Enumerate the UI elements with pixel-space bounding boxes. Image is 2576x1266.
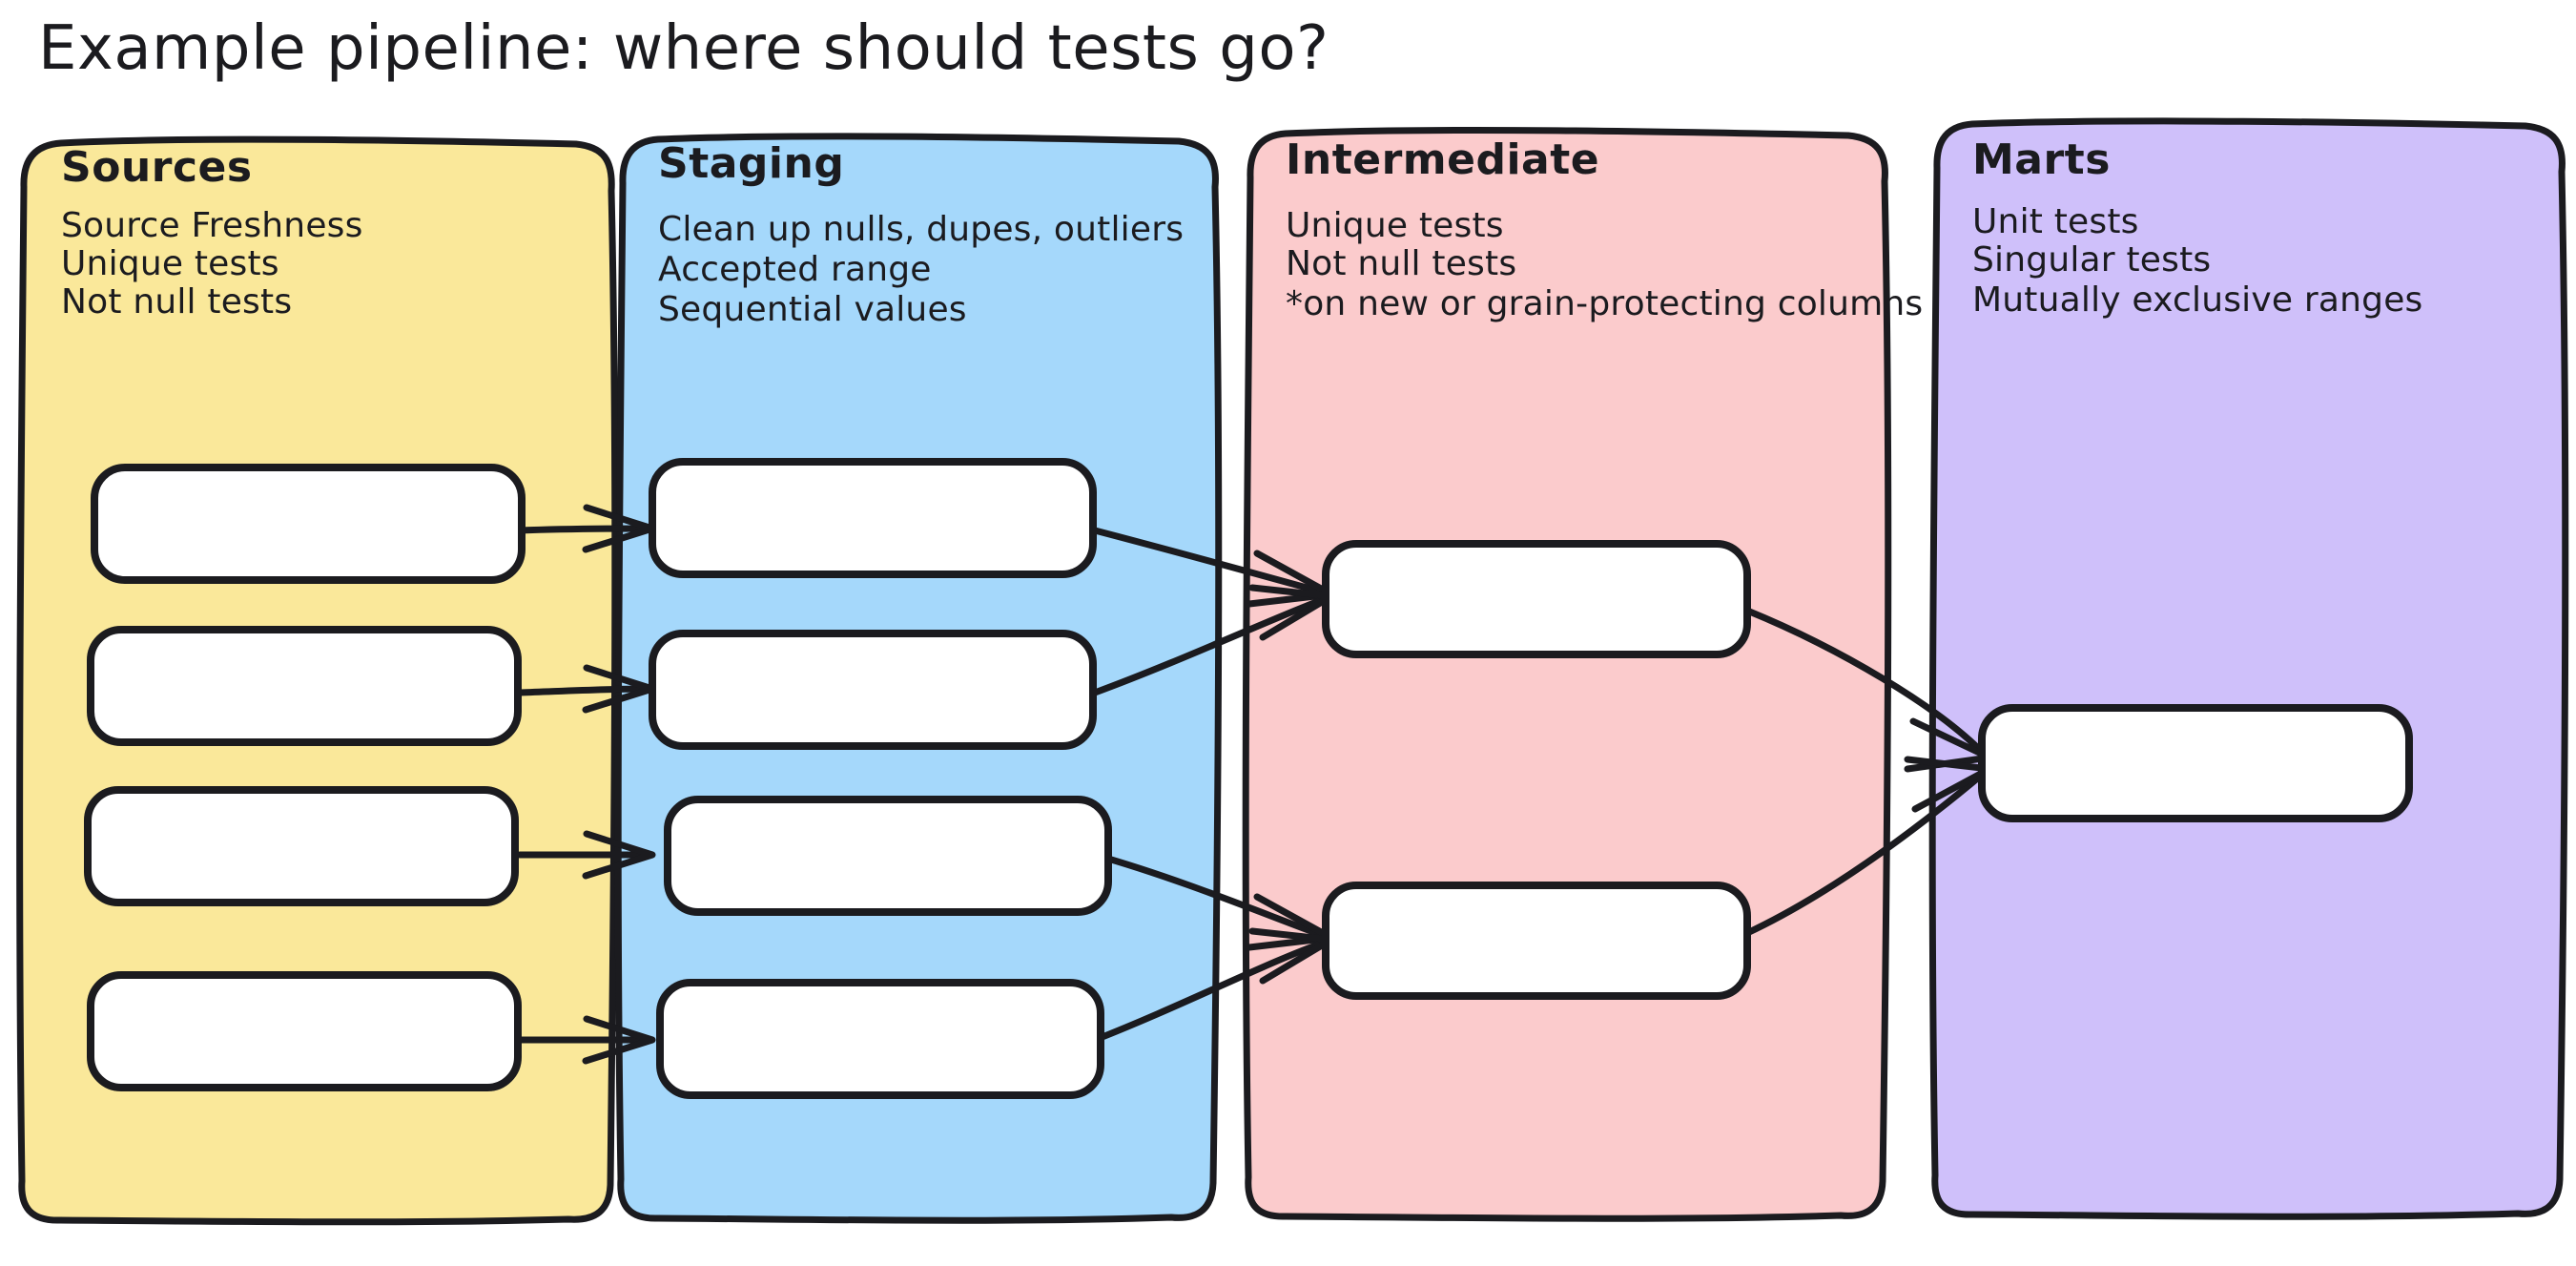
- column-staging-line-3: Sequential values: [658, 290, 967, 329]
- nodes-staging: [649, 458, 1112, 1099]
- sources-node-1[interactable]: [91, 464, 526, 584]
- intermediate-node-1[interactable]: [1322, 540, 1751, 658]
- column-sources-heading: Sources: [61, 143, 253, 192]
- page-title: Example pipeline: where should tests go?: [38, 13, 1329, 84]
- column-marts-panel: [1928, 117, 2569, 1220]
- staging-node-4[interactable]: [656, 979, 1104, 1099]
- sources-node-4[interactable]: [87, 971, 522, 1091]
- nodes-sources: [84, 464, 526, 1091]
- column-staging-line-1: Clean up nulls, dupes, outliers: [658, 210, 1184, 249]
- column-sources-line-1: Source Freshness: [61, 206, 363, 245]
- edge-sources-3-staging-3: [516, 830, 656, 880]
- sources-node-2[interactable]: [87, 626, 522, 746]
- staging-node-1[interactable]: [649, 458, 1097, 578]
- intermediate-node-2[interactable]: [1322, 882, 1751, 1000]
- column-marts: Marts Unit tests Singular tests Mutually…: [1928, 117, 2569, 1220]
- column-sources-line-3: Not null tests: [61, 282, 292, 322]
- staging-node-3[interactable]: [664, 796, 1112, 916]
- column-intermediate-heading: Intermediate: [1286, 135, 1599, 184]
- column-staging-heading: Staging: [658, 139, 844, 188]
- column-marts-line-2: Singular tests: [1972, 240, 2211, 280]
- column-intermediate-line-2: Not null tests: [1286, 244, 1516, 283]
- staging-node-2[interactable]: [649, 630, 1097, 750]
- column-marts-line-3: Mutually exclusive ranges: [1972, 280, 2423, 320]
- sources-node-3[interactable]: [84, 786, 519, 906]
- column-marts-line-1: Unit tests: [1972, 202, 2139, 241]
- column-intermediate-line-1: Unique tests: [1286, 206, 1504, 245]
- edge-sources-4-staging-4: [516, 1015, 656, 1065]
- marts-node-1[interactable]: [1978, 704, 2413, 822]
- column-marts-heading: Marts: [1972, 135, 2111, 184]
- column-staging-line-2: Accepted range: [658, 250, 932, 289]
- nodes-intermediate: [1322, 540, 1751, 1000]
- column-intermediate-line-3: *on new or grain-protecting columns only: [1286, 284, 2008, 323]
- nodes-marts: [1978, 704, 2413, 822]
- column-sources-line-2: Unique tests: [61, 244, 279, 283]
